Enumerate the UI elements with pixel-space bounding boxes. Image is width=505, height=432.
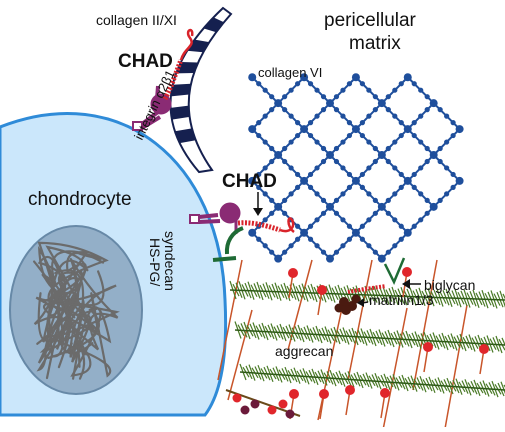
label-pericellular: pericellular	[324, 10, 416, 31]
label-matrix: matrix	[349, 33, 401, 54]
collagen-ii-xi-fibril	[169, 6, 233, 174]
aggrecan-aggregates	[217, 259, 505, 432]
biglycan-arrow	[402, 279, 421, 289]
chad-c-terminal-middle	[279, 217, 295, 233]
label-chad-top: CHAD	[118, 51, 173, 72]
matrilin-arrow	[357, 298, 369, 307]
label-hspg: HS-PG/	[147, 238, 163, 287]
label-syndecan: syndecan	[162, 231, 178, 291]
hspg-syndecan	[212, 226, 244, 262]
matrilin-cluster	[334, 294, 361, 315]
chad-protein-top	[162, 59, 184, 101]
chad-protein-middle	[237, 220, 281, 233]
label-chad-middle: CHAD	[222, 171, 277, 192]
label-collagen-ii-xi: collagen II/XI	[96, 12, 177, 28]
label-collagen-vi: collagen VI	[258, 65, 323, 80]
label-matrilin: matrilin1/3	[369, 292, 434, 308]
label-biglycan: biglycan	[424, 277, 476, 293]
collagen-vi-network	[248, 73, 464, 263]
chromatin	[33, 241, 120, 380]
label-aggrecan: aggrecan	[275, 343, 334, 359]
label-chondrocyte: chondrocyte	[28, 189, 132, 210]
chad-arrow	[253, 192, 263, 216]
chad-protein-biglycan	[347, 284, 387, 294]
chad-c-terminal-top	[179, 28, 194, 61]
biglycan	[383, 257, 406, 286]
